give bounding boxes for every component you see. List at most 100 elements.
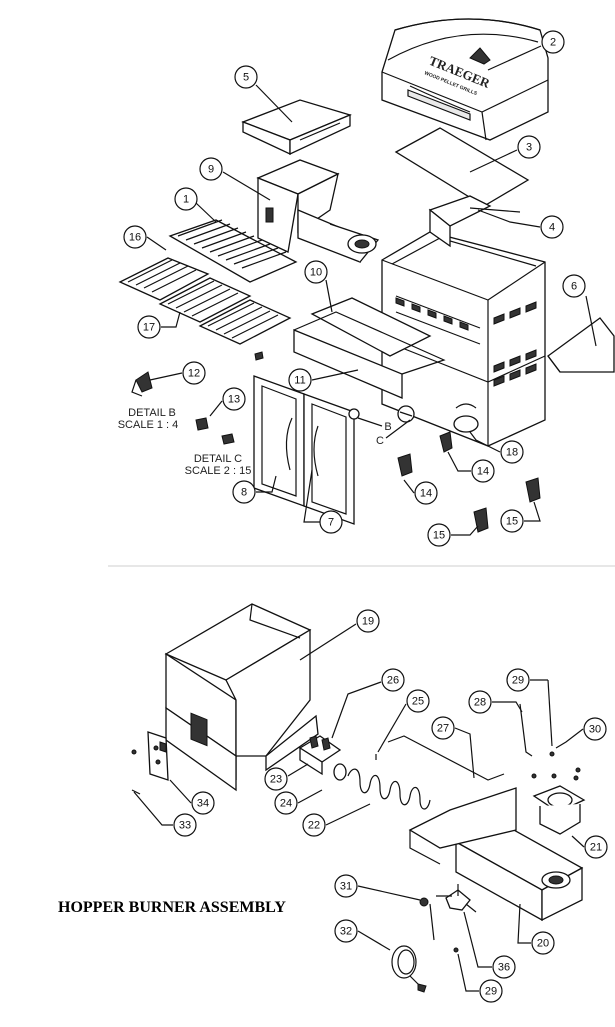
- callout-5: 5: [234, 65, 293, 123]
- callout-31: 31: [334, 874, 421, 901]
- callout-26: 26: [331, 668, 405, 739]
- callout-number: 34: [197, 798, 209, 810]
- callout-11: 11: [288, 368, 359, 392]
- callout-bubble: [222, 387, 246, 411]
- callout-leader-line: [149, 372, 183, 381]
- callouts-layer: 1234567891011121314141515161718192021222…: [123, 30, 608, 1003]
- callout-19: 19: [299, 609, 380, 661]
- callout-number: 11: [294, 375, 305, 387]
- callout-25: 25: [377, 689, 430, 753]
- callout-leader-line: [492, 701, 523, 713]
- callout-24: 24: [274, 789, 323, 815]
- callout-bubble: [431, 716, 455, 740]
- callout-bubble: [234, 65, 258, 89]
- callout-20: 20: [517, 903, 555, 955]
- callout-1: 1: [174, 187, 217, 223]
- detail-b-label: DETAIL B SCALE 1 : 4: [118, 407, 179, 431]
- callout-number: 29: [485, 986, 497, 998]
- callout-bubble: [506, 668, 530, 692]
- callout-number: 5: [243, 72, 249, 84]
- callout-15: 15: [500, 501, 541, 533]
- callout-leader-line: [585, 295, 597, 347]
- callout-12: 12: [149, 361, 206, 385]
- callout-9: 9: [199, 157, 271, 201]
- callout-leader-line: [571, 835, 585, 848]
- callout-bubble: [264, 767, 288, 791]
- grill-lid: TRAEGER WOOD PELLET GRILLS: [381, 18, 549, 141]
- callout-number: 9: [208, 164, 214, 176]
- callout-number: 27: [437, 723, 449, 735]
- callout-number: 25: [412, 696, 424, 708]
- callout-32: 32: [334, 919, 391, 951]
- detail-c-scale: SCALE 2 : 15: [185, 465, 252, 477]
- callout-number: 16: [129, 232, 141, 244]
- callout-number: 13: [228, 394, 240, 406]
- callout-leader-line: [469, 149, 518, 173]
- side-shelf: [547, 317, 615, 373]
- callout-bubble: [562, 274, 586, 298]
- callout-number: 10: [310, 267, 322, 279]
- callout-leader-line: [169, 779, 192, 804]
- front-panel: [293, 297, 446, 399]
- detail-marker-b: B: [384, 421, 391, 433]
- callout-33: 33: [133, 791, 197, 837]
- callout-leader-line: [287, 763, 309, 777]
- callout-bubble: [468, 690, 492, 714]
- callout-leader-line: [256, 475, 277, 493]
- callout-bubble: [381, 668, 405, 692]
- callout-leader-line: [146, 236, 167, 251]
- callout-4: 4: [477, 209, 564, 239]
- callout-leader-line: [357, 885, 421, 901]
- burn-pot-tube: [408, 785, 586, 922]
- callout-bubble: [288, 368, 312, 392]
- callout-leader-line: [487, 45, 542, 71]
- callout-bubble: [174, 187, 198, 211]
- callout-number: 4: [549, 222, 555, 234]
- auger-motor: [298, 735, 347, 781]
- callout-30: 30: [555, 717, 607, 749]
- callout-15: 15: [427, 523, 479, 547]
- callout-28: 28: [468, 690, 523, 714]
- callout-29: 29: [506, 668, 548, 692]
- callout-bubble: [406, 689, 430, 713]
- callout-13: 13: [209, 387, 246, 417]
- callout-leader-line: [469, 431, 501, 453]
- callout-leader-line: [303, 469, 320, 523]
- callout-leader-line: [555, 728, 584, 749]
- assembly-title: HOPPER BURNER ASSEMBLY: [58, 899, 286, 916]
- callout-number: 28: [474, 697, 486, 709]
- callout-number: 29: [512, 675, 524, 687]
- callout-16: 16: [123, 225, 167, 251]
- front-shelf-box: [241, 99, 352, 156]
- callout-number: 30: [589, 724, 601, 736]
- callout-number: 8: [241, 487, 247, 499]
- callout-bubble: [531, 931, 555, 955]
- callout-number: 24: [280, 798, 292, 810]
- callout-number: 23: [270, 774, 282, 786]
- detail-components: [131, 351, 415, 445]
- callout-leader-line: [299, 623, 357, 661]
- callout-bubble: [319, 510, 343, 534]
- callout-bubble: [479, 979, 503, 1003]
- auger-spiral: [347, 768, 431, 810]
- callout-leader-line: [133, 791, 173, 826]
- callout-number: 21: [590, 842, 602, 854]
- callout-27: 27: [431, 716, 475, 779]
- callout-number: 15: [433, 530, 445, 542]
- callout-bubble: [471, 459, 495, 483]
- callout-number: 14: [420, 488, 432, 500]
- callout-leader-line: [454, 727, 475, 779]
- combustion-fan: [419, 884, 477, 953]
- pellet-hopper: [256, 159, 380, 263]
- callout-leader-line: [297, 789, 323, 804]
- callout-bubble: [492, 955, 516, 979]
- callout-number: 3: [526, 142, 532, 154]
- callout-bubble: [583, 717, 607, 741]
- callout-bubble: [173, 813, 197, 837]
- callout-number: 33: [179, 820, 191, 832]
- callout-bubble: [334, 874, 358, 898]
- callout-number: 14: [477, 466, 489, 478]
- callout-bubble: [500, 509, 524, 533]
- cabinet-doors: [253, 375, 355, 525]
